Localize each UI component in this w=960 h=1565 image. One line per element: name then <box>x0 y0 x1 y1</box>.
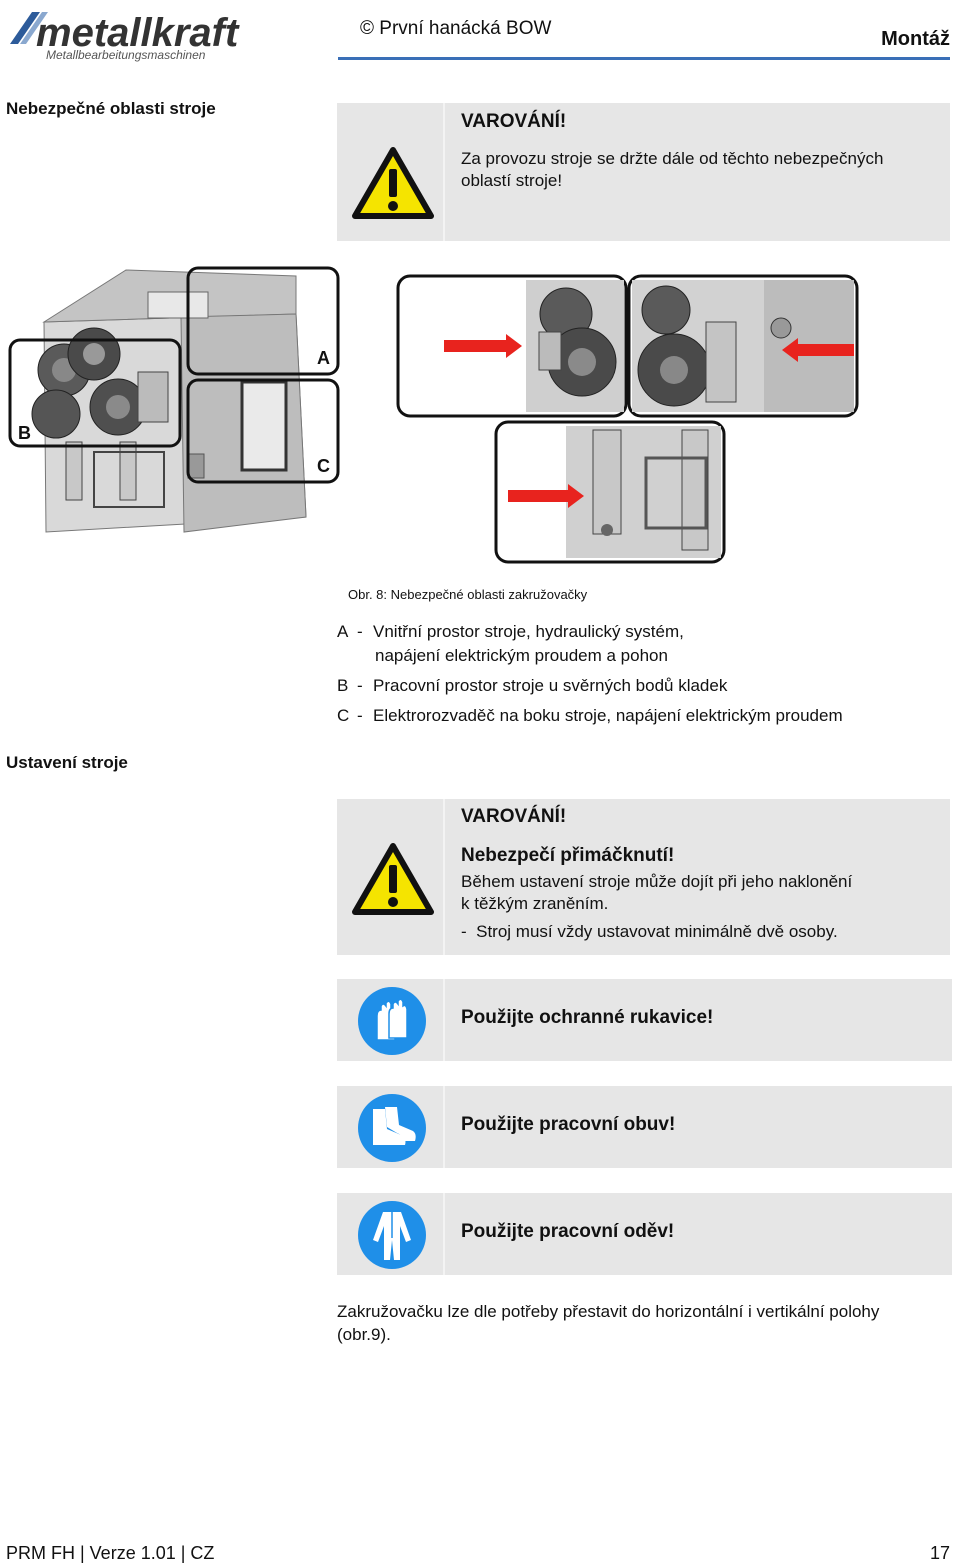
label-c: C <box>317 456 330 476</box>
warning-text-line2: k těžkým zraněním. <box>461 894 609 913</box>
callout-box-a <box>186 266 340 376</box>
warning-title: VAROVÁNÍ! <box>461 806 567 827</box>
notice-text: Použijte pracovní obuv! <box>461 1114 676 1135</box>
legend-key: C <box>337 706 350 725</box>
legend-text: Pracovní prostor stroje u svěrných bodů … <box>373 676 728 695</box>
warning-triangle-icon <box>352 147 434 219</box>
legend-text: Vnitřní prostor stroje, hydraulický syst… <box>373 622 684 641</box>
legend-item-b: B-Pracovní prostor stroje u svěrných bod… <box>337 674 727 698</box>
heading-machine-setup: Ustavení stroje <box>6 753 128 772</box>
callout-box-b <box>8 338 182 448</box>
notice-gloves: Použijte ochranné rukavice! <box>337 979 952 1061</box>
arrow-right-icon <box>444 334 522 358</box>
warning-text-line1: Za provozu stroje se držte dále od těcht… <box>461 149 884 168</box>
legend-key: B <box>337 676 349 695</box>
page-number: 17 <box>929 1543 950 1563</box>
legend-text: napájení elektrickým proudem a pohon <box>375 646 668 665</box>
body-line: Zakružovačku lze dle potřeby přestavit d… <box>337 1302 880 1321</box>
arrow-left-icon <box>782 338 854 362</box>
legend-text: Elektrorozvaděč na boku stroje, napájení… <box>373 706 843 725</box>
warning-bullet: - Stroj musí vždy ustavovat minimálně dv… <box>461 922 838 941</box>
machine-drawing <box>31 269 307 533</box>
warning-box-crushing: VAROVÁNÍ! Nebezpečí přimáčknutí! Během u… <box>337 799 950 955</box>
detail-rollers-left <box>396 274 628 418</box>
notice-boots: Použijte pracovní obuv! <box>337 1086 952 1168</box>
warning-subtitle: Nebezpečí přimáčknutí! <box>461 845 675 866</box>
detail-rollers-right <box>627 274 859 418</box>
warning-text-line1: Během ustavení stroje může dojít při jeh… <box>461 872 853 891</box>
copyright-notice: © První hanácká BOW <box>360 18 552 39</box>
heading-danger-zones: Nebezpečné oblasti stroje <box>6 99 216 118</box>
arrow-right-icon <box>508 484 584 508</box>
warning-bullet-text: Stroj musí vždy ustavovat minimálně dvě … <box>476 922 838 941</box>
body-paragraph: Zakružovačku lze dle potřeby přestavit d… <box>337 1300 927 1346</box>
warning-text-line2: oblastí stroje! <box>461 171 563 190</box>
logo-subtitle: Metallbearbeitungsmaschinen <box>46 48 206 62</box>
warning-title: VAROVÁNÍ! <box>461 111 567 132</box>
notice-text: Použijte ochranné rukavice! <box>461 1007 714 1028</box>
legend-item-a: A-Vnitřní prostor stroje, hydraulický sy… <box>337 620 684 668</box>
callout-box-c <box>186 378 340 484</box>
notice-text: Použijte pracovní oděv! <box>461 1221 675 1242</box>
footer-document-info: PRM FH | Verze 1.01 | CZ <box>6 1543 215 1563</box>
header-divider <box>338 57 950 60</box>
legend-item-c: C-Elektrorozvaděč na boku stroje, napáje… <box>337 704 843 728</box>
detail-cylinders <box>494 420 726 564</box>
gloves-icon <box>358 987 426 1055</box>
legend-key: A <box>337 622 349 641</box>
notice-overall: Použijte pracovní oděv! <box>337 1193 952 1275</box>
figure-danger-zones: A B C <box>6 262 866 572</box>
label-a: A <box>317 348 330 368</box>
metallkraft-logo: metallkraft Metallbearbeitungsmaschinen <box>6 8 311 63</box>
logo-wordmark: metallkraft <box>36 11 240 55</box>
body-line: (obr.9). <box>337 1325 391 1344</box>
label-b: B <box>18 423 31 443</box>
work-overall-icon <box>358 1201 426 1269</box>
warning-box-danger-zones: VAROVÁNÍ! Za provozu stroje se držte dál… <box>337 103 950 241</box>
figure-caption: Obr. 8: Nebezpečné oblasti zakružovačky <box>348 587 588 602</box>
section-label: Montáž <box>881 28 950 50</box>
safety-boots-icon <box>358 1094 426 1162</box>
warning-triangle-icon <box>352 843 434 915</box>
